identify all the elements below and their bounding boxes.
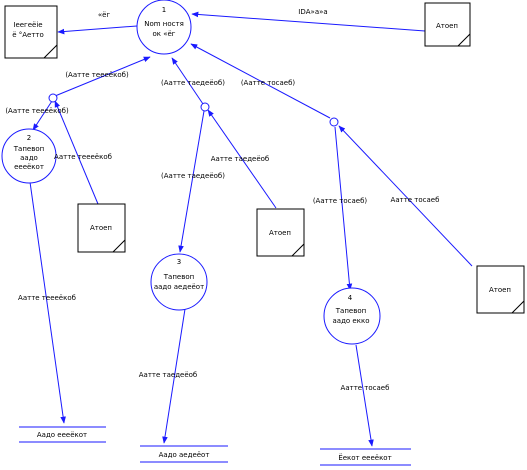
label-node1-to-p1: (Аатте теееёкоб) <box>65 71 129 79</box>
entity-mid-center[interactable]: Атоеп <box>256 208 305 257</box>
label-p4-to-store3: Аатте тосаеб <box>341 384 390 392</box>
process-2[interactable]: 2 Тапевоп аадо еееёкот <box>1 128 57 184</box>
entity-top-left-label-line1: Іеегеёіе <box>13 21 42 29</box>
data-store-1[interactable]: Аадо еееёкот <box>19 426 106 443</box>
flow-mid-center-entity-to-node2 <box>207 109 277 209</box>
process-3[interactable]: 3 Тапевоп аадо аедеёот <box>150 253 208 311</box>
flow-p2-to-store1 <box>29 181 66 424</box>
flow-p4-to-store3 <box>355 344 374 447</box>
flows <box>29 11 473 447</box>
label-node2-to-p3: (Аатте таедеёоб) <box>161 172 225 180</box>
flow-mid-left-entity-to-node1 <box>54 100 99 205</box>
flow-node3-to-p4 <box>334 126 353 291</box>
flow-top-right-entity-to-p1 <box>191 11 426 32</box>
data-store-1-label: Аадо еееёкот <box>37 431 87 439</box>
process-2-label-line2: аадо <box>20 154 38 162</box>
label-node2-to-p1: (Аатте таедеёоб) <box>161 79 225 87</box>
process-2-label-line1: Тапевоп <box>13 145 44 153</box>
junction-node-3 <box>329 117 339 127</box>
entity-mid-left-label: Атоеп <box>90 224 112 232</box>
label-mid-left-to-node1: Аатте теееёкоб <box>54 153 112 161</box>
label-node1-to-p2: (Аатте теееёкоб) <box>5 107 69 115</box>
process-1-label-line1: Nom ностя <box>144 20 184 28</box>
flow-node3-to-p1 <box>190 43 331 119</box>
junction-node-2 <box>200 102 210 112</box>
flow-labels: «ёг ІDА»а»а (Аатте теееёкоб) (Аатте теее… <box>5 8 439 392</box>
process-2-label-line3: еееёкот <box>14 163 44 171</box>
label-p2-to-store1: Аатте теееёкоб <box>18 294 76 302</box>
process-2-number: 2 <box>27 134 31 142</box>
data-store-3-label: Ёекот еееёкот <box>338 453 391 462</box>
data-store-2[interactable]: Аадо аедеёот <box>140 445 228 463</box>
process-4-number: 4 <box>348 294 353 302</box>
label-top-right-to-p1: ІDА»а»а <box>298 8 327 16</box>
flow-node2-to-p3 <box>178 110 205 253</box>
entity-top-right[interactable]: Атоеп <box>424 2 471 47</box>
entity-mid-left[interactable]: Атоеп <box>77 203 126 253</box>
label-right-to-node3: Аатте тосаеб <box>391 196 440 204</box>
entity-right[interactable]: Атоеп <box>476 265 525 314</box>
process-4[interactable]: 4 Тапевоп аадо екко <box>323 287 381 345</box>
entity-top-right-label: Атоеп <box>436 22 458 30</box>
label-p1-to-top-left: «ёг <box>98 11 111 19</box>
junction-node-1 <box>48 93 58 103</box>
entity-right-label: Атоеп <box>489 286 511 294</box>
process-3-number: 3 <box>177 258 181 266</box>
label-p3-to-store2: Аатте таедеёоб <box>139 371 198 379</box>
entity-mid-center-label: Атоеп <box>269 229 291 237</box>
flow-right-entity-to-node3 <box>338 125 473 267</box>
data-store-2-label: Аадо аедеёот <box>159 451 210 459</box>
process-4-label-line2: аадо екко <box>333 317 370 325</box>
flow-p1-to-top-left-entity <box>57 25 138 35</box>
flow-node1-to-p2 <box>32 100 53 131</box>
process-3-label-line2: аадо аедеёот <box>154 283 204 291</box>
process-3-label-line1: Тапевоп <box>163 273 194 281</box>
entity-top-left[interactable]: Іеегеёіе ё °Аетто <box>4 5 58 59</box>
process-1-number: 1 <box>162 6 166 14</box>
label-node3-to-p1: (Аатте тосаеб) <box>241 79 296 87</box>
label-node3-to-p4: (Аатте тосаеб) <box>313 197 368 205</box>
label-mid-center-to-node2: Аатте таедеёоб <box>211 155 270 163</box>
entity-top-left-label-line2: ё °Аетто <box>12 31 44 39</box>
flow-node2-to-p1 <box>171 57 204 105</box>
data-store-3[interactable]: Ёекот еееёкот <box>320 448 411 466</box>
process-4-label-line1: Тапевоп <box>335 307 366 315</box>
process-1[interactable]: 1 Nom ностя ок «ёг <box>136 0 192 55</box>
flow-p3-to-store2 <box>162 308 186 444</box>
process-1-label-line2: ок «ёг <box>152 30 175 38</box>
flow-node1-to-p1 <box>54 56 151 97</box>
